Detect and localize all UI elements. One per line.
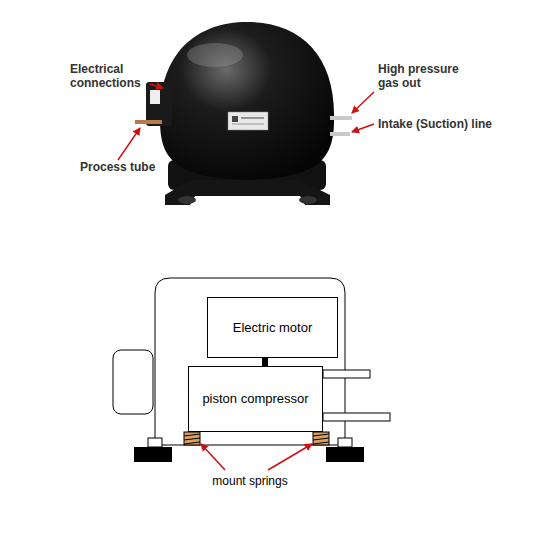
callout-label: Intake (Suction) line [378,117,543,131]
callout-label: High pressure gas out [378,62,478,90]
part-label: mount springs [190,474,310,488]
shaft-connector [265,358,266,366]
motor-box: Electric motor [207,297,338,358]
box-text: Electric motor [233,320,312,336]
callout-label: Process tube [80,160,190,174]
callout-label: Electrical connections [70,62,152,90]
box-text: piston compressor [202,391,308,407]
compressor-box: piston compressor [188,366,323,432]
